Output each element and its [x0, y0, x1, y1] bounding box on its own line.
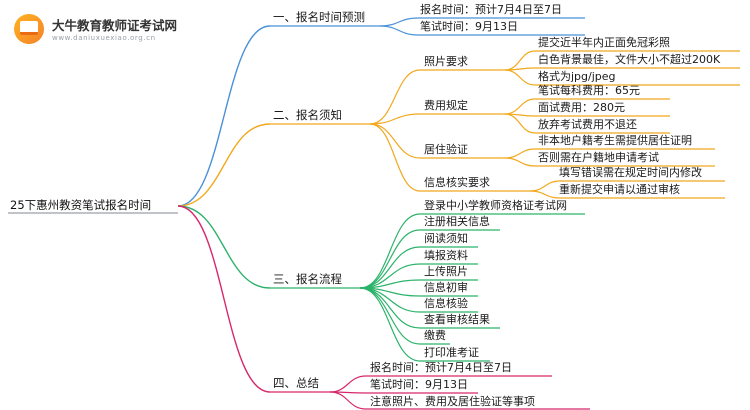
root-node: 25下惠州教资笔试报名时间 [10, 198, 152, 212]
b3-step-10: 打印准考证 [424, 346, 479, 359]
b2-group-residence: 居住验证 [424, 143, 468, 156]
link-b3-3 [359, 246, 421, 289]
b3-step-8: 查看审核结果 [424, 313, 490, 326]
link-b2-g3-2 [504, 157, 536, 167]
link-b4-3 [329, 391, 367, 410]
link-b2-g1-3 [504, 69, 536, 86]
link-b2-g2-1 [504, 98, 536, 115]
link-b2-g2 [369, 113, 421, 125]
b2-group-verify: 信息核实要求 [424, 176, 490, 189]
branch-3-label: 三、报名流程 [273, 272, 342, 286]
b2-fee-item-3: 放弃考试费用不退还 [538, 118, 637, 131]
link-b1-1 [379, 17, 419, 27]
b1-item-2: 笔试时间：9月13日 [420, 20, 518, 33]
b3-step-4: 填报资料 [424, 249, 468, 262]
link-b2-g4 [369, 123, 421, 192]
branch-2-label: 二、报名须知 [273, 108, 342, 122]
link-root-b1 [177, 25, 271, 207]
link-b2-g3-1 [504, 148, 536, 159]
b3-step-3: 阅读须知 [424, 232, 468, 245]
logo-url: www.daniuxuexiao.org.cn [52, 34, 156, 42]
book-icon [20, 21, 38, 35]
link-root-b2 [177, 123, 271, 207]
b2-fee-item-1: 笔试每科费用：65元 [538, 84, 640, 97]
site-logo: 大牛教育教师证考试网 www.daniuxuexiao.org.cn [8, 8, 198, 48]
b2-residence-item-1: 非本地户籍考生需提供居住证明 [538, 134, 692, 147]
b2-photo-item-2: 白色背景最佳，文件大小不超过200K [538, 53, 721, 66]
link-b2-g4-2 [529, 190, 561, 199]
link-b2-g1 [369, 69, 421, 125]
b3-step-6: 信息初审 [424, 281, 468, 294]
link-b2-g2-3 [504, 113, 536, 134]
b3-step-2: 注册相关信息 [424, 215, 490, 228]
link-b1-2 [379, 25, 419, 36]
link-b2-g3 [369, 123, 421, 159]
branch-1-label: 一、报名时间预测 [273, 10, 365, 24]
logo-name: 大牛教育教师证考试网 [52, 18, 178, 33]
link-b2-g1-1 [504, 50, 536, 71]
link-b4-1 [329, 375, 367, 393]
b4-item-1: 报名时间：预计7月4日至7日 [370, 361, 512, 374]
b3-step-5: 上传照片 [424, 265, 468, 278]
b2-fee-item-2: 面试费用：280元 [538, 101, 625, 114]
b2-group-fee: 费用规定 [424, 99, 468, 112]
b2-group-photo: 照片要求 [424, 55, 468, 68]
link-b3-2 [359, 229, 421, 289]
link-b3-10 [359, 287, 421, 362]
b2-verify-item-1: 填写错误需在规定时间内修改 [559, 166, 702, 179]
b1-item-1: 报名时间：预计7月4日至7日 [420, 3, 562, 16]
b3-step-7: 信息核验 [424, 297, 468, 310]
link-b2-g4-1 [529, 180, 561, 192]
link-root-b4 [177, 205, 271, 393]
b2-photo-item-1: 提交近半年内正面免冠彩照 [538, 36, 670, 49]
link-b3-8 [359, 287, 421, 329]
b2-photo-item-3: 格式为jpg/jpeg [538, 70, 616, 83]
b3-step-1: 登录中小学教师资格证考试网 [424, 199, 567, 212]
link-b3-9 [359, 287, 421, 345]
b3-step-9: 缴费 [424, 329, 446, 342]
link-root-b3 [177, 205, 271, 289]
b2-residence-item-2: 否则需在户籍地申请考试 [538, 151, 659, 164]
link-b3-1 [359, 213, 421, 289]
b2-verify-item-2: 重新提交申请以通过审核 [559, 183, 680, 196]
b4-item-2: 笔试时间：9月13日 [370, 378, 468, 391]
b4-item-3: 注意照片、费用及居住验证等事项 [370, 395, 535, 408]
branch-4-label: 四、总结 [273, 376, 319, 390]
